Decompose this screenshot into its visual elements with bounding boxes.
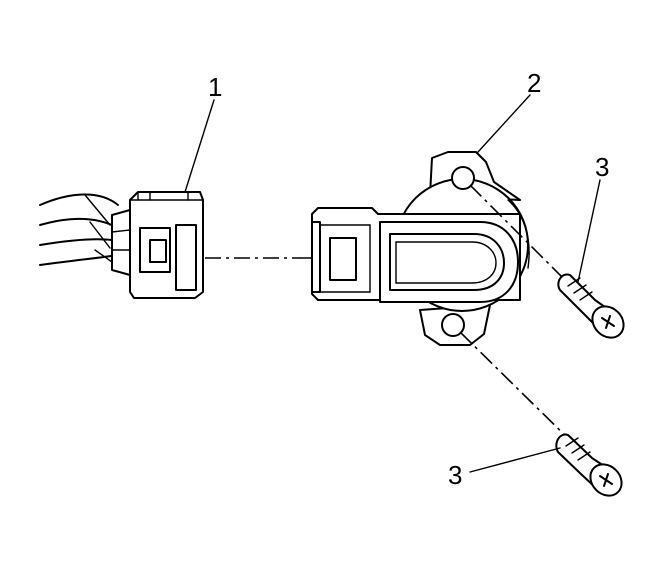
screw-lower bbox=[555, 433, 623, 497]
callout-3-upper: 3 bbox=[595, 152, 609, 182]
callout-1: 1 bbox=[208, 72, 222, 102]
leader-line-3-lower bbox=[469, 447, 561, 473]
callout-3-lower: 3 bbox=[448, 460, 462, 490]
wiring-harness bbox=[39, 193, 119, 266]
leader-line-3-upper bbox=[577, 179, 601, 283]
harness-connector bbox=[111, 191, 204, 299]
callout-2: 2 bbox=[527, 68, 541, 98]
leader-line-2 bbox=[477, 94, 531, 153]
throttle-position-sensor bbox=[299, 151, 530, 346]
leader-line-1 bbox=[184, 99, 215, 193]
screw-upper bbox=[557, 273, 625, 339]
